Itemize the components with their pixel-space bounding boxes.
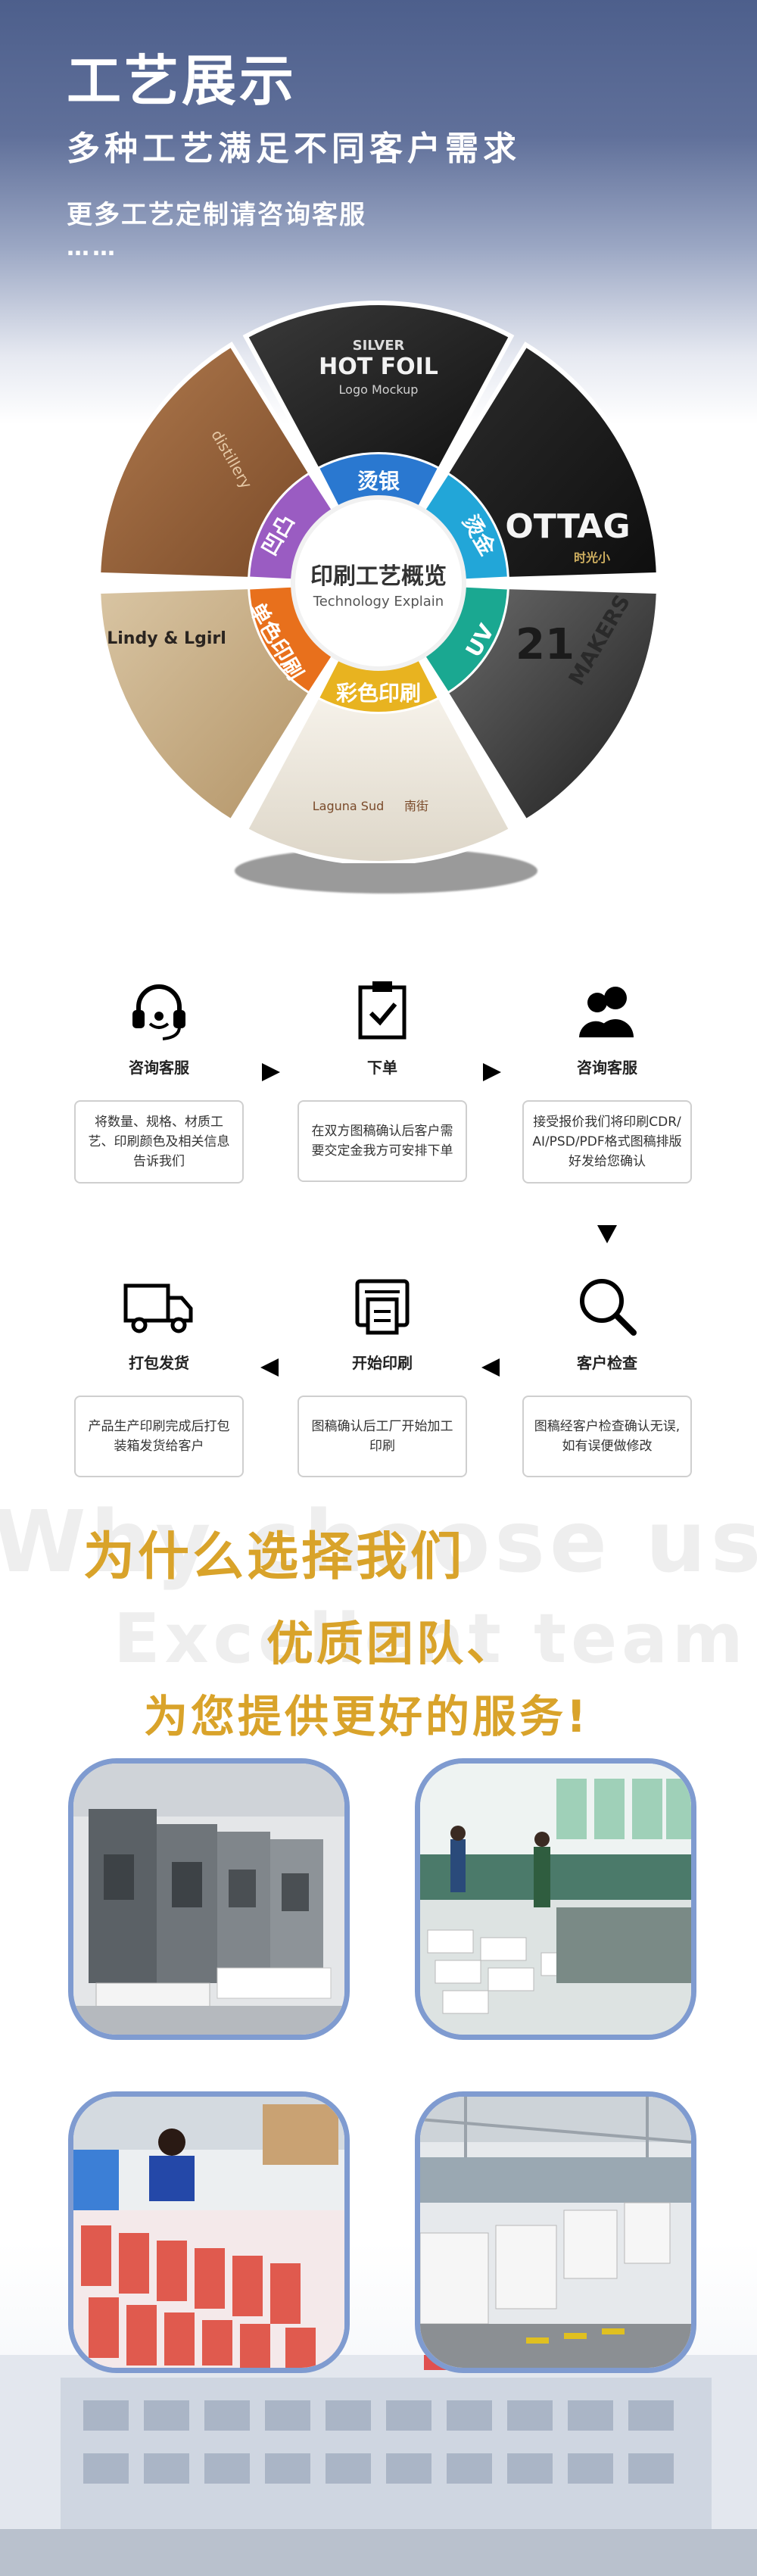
step-title: 开始印刷 [352, 1354, 413, 1372]
flow-arrow-down-icon [597, 1225, 617, 1243]
sample-text-silver-sub: Logo Mockup [339, 382, 419, 397]
flow-arrow-left-icon [260, 1358, 279, 1377]
why-heading: 为什么选择我们 [83, 1527, 466, 1587]
ring-label-silver: 烫银 [357, 469, 400, 494]
flow-arrow-right-icon [262, 1063, 280, 1081]
wheel-center-title: 印刷工艺概览 [310, 563, 447, 590]
step-title: 下单 [367, 1059, 397, 1077]
process-step-consult: 咨询客服 将数量、规格、材质工艺、印刷颜色及相关信息告诉我们 [68, 977, 250, 1184]
ellipsis-text: …… [67, 235, 118, 261]
ghost-heading: Excellent team [114, 1599, 748, 1679]
sample-text-silver-top: SILVER [353, 338, 405, 354]
flow-arrow-right-icon [483, 1063, 501, 1081]
step-desc: 在双方图稿确认后客户需要交定金我方可安排下单 [298, 1100, 467, 1182]
sample-text-color-cn: 南街 [404, 799, 428, 813]
sample-text-silver-main: HOT FOIL [319, 354, 438, 380]
sample-text-color-brand: Laguna Sud [313, 799, 385, 813]
process-step-check: 客户检查 图稿经客户检查确认无误,如有误便做修改 [516, 1272, 698, 1477]
page-subtitle: 多种工艺满足不同客户需求 [67, 129, 521, 168]
ring-segment [424, 587, 507, 691]
users-icon [516, 977, 698, 1045]
step-title: 咨询客服 [577, 1059, 637, 1077]
ring-segment [250, 587, 333, 691]
sample-text-gold: OTTAG [505, 507, 630, 546]
warehouse-photo [415, 2091, 696, 2373]
step-desc: 图稿经客户检查确认无误,如有误便做修改 [522, 1396, 692, 1477]
page-title: 工艺展示 [67, 49, 298, 113]
workshop-photo [415, 1758, 696, 2040]
ghost-heading: Why choose us [0, 1493, 757, 1592]
sample-text-gold-cn: 时光小 [574, 550, 610, 565]
process-step-ship: 打包发货 产品生产印刷完成后打包装箱发货给客户 [68, 1272, 250, 1477]
flow-arrow-left-icon [481, 1358, 500, 1377]
packing-photo [68, 2091, 350, 2373]
process-step-order: 下单 在双方图稿确认后客户需要交定金我方可安排下单 [291, 977, 473, 1182]
team-heading: 优质团队、 [266, 1616, 517, 1671]
ring-segment [319, 454, 438, 508]
process-step-print: 开始印刷 图稿确认后工厂开始加工印刷 [291, 1272, 473, 1477]
wheel-center: 印刷工艺概览 Technology Explain [295, 500, 462, 666]
sample-text-bag: Lindy & Lgirl [107, 629, 226, 648]
sample-text-uv-number: 21 [516, 620, 575, 669]
wheel-center-subtitle: Technology Explain [313, 593, 444, 610]
consult-note: 更多工艺定制请咨询客服 [67, 200, 366, 230]
clipboard-check-icon [291, 977, 473, 1045]
step-desc: 接受报价我们将印刷CDR/ AI/PSD/PDF格式图稿排版好发给您确认 [522, 1100, 692, 1184]
step-title: 打包发货 [129, 1354, 189, 1372]
step-title: 客户检查 [577, 1354, 637, 1372]
ring-segment [250, 475, 333, 579]
step-desc: 将数量、规格、材质工艺、印刷颜色及相关信息告诉我们 [74, 1100, 244, 1184]
service-heading: 为您提供更好的服务! [144, 1691, 590, 1742]
step-desc: 产品生产印刷完成后打包装箱发货给客户 [74, 1396, 244, 1477]
ring-label-color-print: 彩色印刷 [335, 681, 422, 706]
process-step-quote: 咨询客服 接受报价我们将印刷CDR/ AI/PSD/PDF格式图稿排版好发给您确… [516, 977, 698, 1184]
magnifier-icon [516, 1272, 698, 1340]
wheel-ring [250, 454, 507, 712]
truck-icon [68, 1272, 250, 1340]
ring-segment [424, 475, 507, 579]
headset-icon [68, 977, 250, 1045]
step-desc: 图稿确认后工厂开始加工印刷 [298, 1396, 467, 1477]
step-title: 咨询客服 [129, 1059, 189, 1077]
ring-segment [319, 658, 438, 712]
printing-press-photo [68, 1758, 350, 2040]
printer-icon [291, 1272, 473, 1340]
